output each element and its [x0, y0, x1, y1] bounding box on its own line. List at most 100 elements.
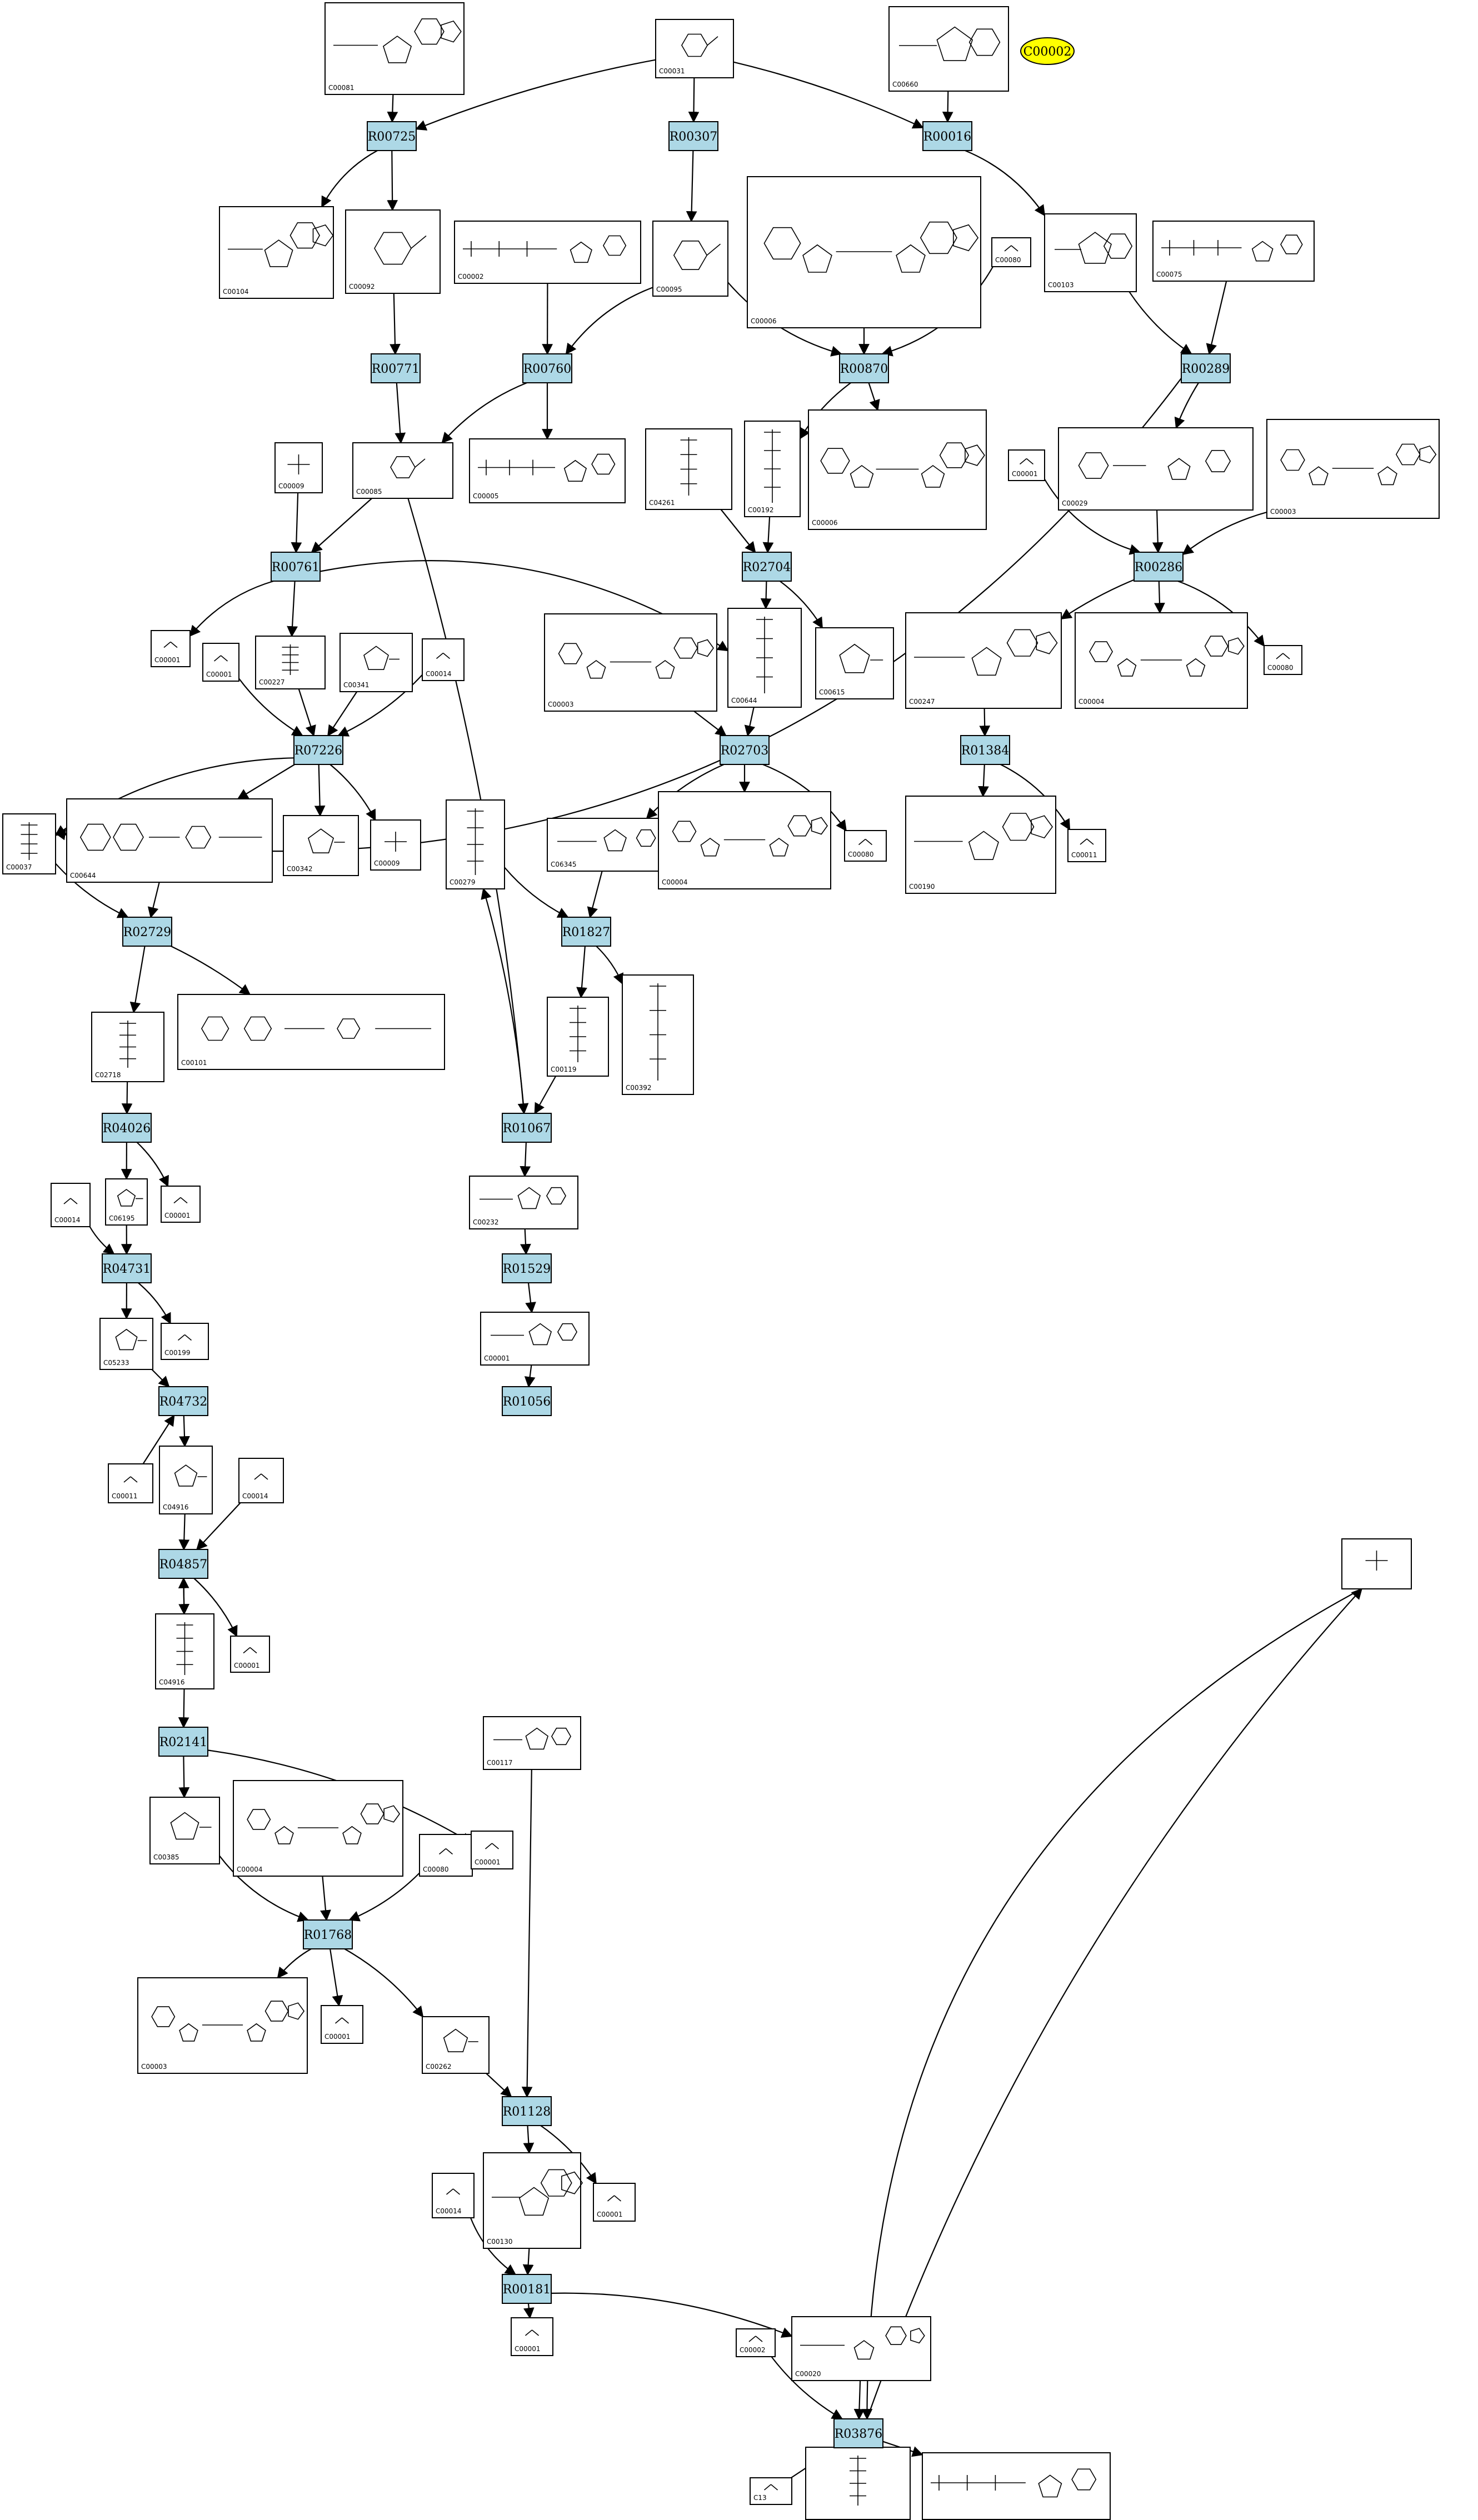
reaction-node[interactable]: R02703: [720, 735, 770, 765]
compound-node[interactable]: C00190: [905, 796, 1056, 894]
reaction-node[interactable]: R00286: [1134, 552, 1184, 582]
compound-node[interactable]: C00014: [238, 1458, 284, 1503]
compound-node[interactable]: C00341: [339, 633, 413, 692]
compound-node[interactable]: C00119: [547, 997, 609, 1077]
compound-node[interactable]: C00092: [345, 209, 441, 294]
reaction-node[interactable]: R07226: [293, 735, 343, 765]
reaction-node[interactable]: R01768: [303, 1919, 353, 1949]
compound-node[interactable]: C00003: [544, 613, 717, 712]
compound-node[interactable]: C00011: [1067, 829, 1106, 862]
compound-node[interactable]: C00001: [480, 1312, 590, 1366]
compound-node[interactable]: C00014: [432, 2173, 475, 2218]
compound-node[interactable]: C00004: [1075, 612, 1248, 709]
reaction-node[interactable]: R00771: [371, 353, 421, 383]
reaction-node[interactable]: R01529: [502, 1253, 552, 1283]
compound-node[interactable]: C00005: [469, 438, 626, 503]
compound-node[interactable]: C00101: [177, 994, 445, 1070]
compound-node[interactable]: C00004: [658, 791, 831, 889]
compound-node[interactable]: C00014: [422, 638, 465, 681]
compound-node[interactable]: C06195: [105, 1178, 148, 1226]
compound-node[interactable]: C00014: [51, 1183, 91, 1227]
compound-node[interactable]: C00104: [219, 206, 334, 299]
compound-node[interactable]: C00029: [1058, 427, 1254, 511]
reaction-node[interactable]: R04857: [158, 1549, 208, 1579]
compound-node[interactable]: C00080: [419, 1834, 473, 1877]
reaction-node[interactable]: R04731: [102, 1253, 152, 1283]
compound-node[interactable]: C00232: [469, 1176, 578, 1229]
compound-node[interactable]: C00001: [511, 2317, 553, 2356]
compound-node[interactable]: C00227: [255, 636, 326, 689]
compound-node[interactable]: C00001: [593, 2183, 636, 2222]
compound-node[interactable]: C00080: [1264, 645, 1302, 675]
compound-node[interactable]: C00001: [230, 1636, 270, 1673]
compound-node[interactable]: C00006: [747, 176, 981, 328]
compound-node[interactable]: C00199: [161, 1323, 209, 1360]
compound-node[interactable]: C00081: [324, 2, 465, 95]
compound-node[interactable]: C04916: [159, 1446, 213, 1514]
compound-node[interactable]: C00615: [815, 627, 894, 699]
compound-node[interactable]: C00020: [791, 2316, 931, 2381]
compound-node[interactable]: C00002: [736, 2328, 776, 2357]
compound-node[interactable]: C00001: [1008, 449, 1045, 481]
compound-node[interactable]: C00004: [233, 1780, 403, 1877]
reaction-node[interactable]: R00725: [367, 121, 417, 151]
compound-node[interactable]: C00001: [321, 2005, 363, 2044]
compound-node[interactable]: [805, 2447, 911, 2520]
compound-node[interactable]: C00279: [446, 799, 505, 889]
compound-node[interactable]: C00080: [991, 237, 1031, 267]
compound-node[interactable]: C00095: [652, 221, 728, 297]
compound-node[interactable]: C00192: [744, 421, 801, 517]
reaction-node[interactable]: R04732: [158, 1386, 208, 1416]
compound-node[interactable]: C00117: [483, 1716, 581, 1770]
compound-node[interactable]: C00080: [844, 830, 887, 862]
compound-node[interactable]: C00130: [483, 2152, 583, 2249]
reaction-node[interactable]: R00289: [1181, 353, 1231, 383]
compound-node[interactable]: C00009: [274, 442, 323, 493]
compound-node[interactable]: C00644: [66, 798, 273, 883]
reaction-node[interactable]: R00016: [922, 121, 972, 151]
compound-node[interactable]: C00385: [149, 1797, 220, 1864]
reaction-node[interactable]: R01384: [960, 735, 1010, 765]
reaction-node[interactable]: R02704: [742, 552, 792, 582]
compound-node[interactable]: C00644: [727, 608, 802, 708]
reaction-node[interactable]: R00307: [668, 121, 718, 151]
compound-node[interactable]: C00103: [1044, 213, 1137, 292]
compound-node[interactable]: C00009: [370, 819, 421, 871]
highlight-compound[interactable]: C00002: [1020, 37, 1075, 65]
compound-node[interactable]: C00001: [151, 630, 191, 667]
compound-node[interactable]: C00001: [471, 1831, 513, 1869]
compound-node[interactable]: C00002: [454, 221, 641, 284]
compound-node[interactable]: C13: [750, 2477, 792, 2505]
compound-node[interactable]: C04916: [155, 1613, 214, 1689]
reaction-node[interactable]: R04026: [102, 1113, 152, 1143]
compound-node[interactable]: C06345: [547, 818, 671, 872]
compound-node[interactable]: C00342: [283, 815, 359, 876]
reaction-node[interactable]: R01067: [502, 1113, 552, 1143]
compound-node[interactable]: C00262: [422, 2016, 490, 2074]
compound-node[interactable]: C00392: [622, 974, 694, 1095]
compound-node[interactable]: C00031: [655, 19, 734, 78]
compound-node[interactable]: [1341, 1538, 1412, 1589]
reaction-node[interactable]: R03876: [833, 2418, 883, 2448]
reaction-node[interactable]: R01827: [561, 917, 611, 947]
compound-node[interactable]: C00001: [202, 643, 239, 682]
compound-node[interactable]: C00085: [352, 442, 453, 499]
compound-node[interactable]: C00075: [1152, 221, 1315, 282]
compound-node[interactable]: C02718: [91, 1012, 164, 1082]
reaction-node[interactable]: R01056: [502, 1386, 552, 1416]
compound-node[interactable]: C00247: [905, 612, 1062, 709]
reaction-node[interactable]: R01128: [502, 2096, 552, 2126]
compound-node[interactable]: [922, 2452, 1111, 2520]
reaction-node[interactable]: R00181: [502, 2274, 552, 2304]
reaction-node[interactable]: R00760: [522, 353, 572, 383]
reaction-node[interactable]: R02141: [158, 1727, 208, 1757]
compound-node[interactable]: C00003: [137, 1977, 308, 2074]
compound-node[interactable]: C00011: [108, 1463, 153, 1503]
compound-node[interactable]: C04261: [645, 428, 732, 510]
compound-node[interactable]: C00001: [161, 1186, 201, 1223]
compound-node[interactable]: C00003: [1266, 419, 1440, 519]
reaction-node[interactable]: R00761: [271, 552, 321, 582]
compound-node[interactable]: C00037: [2, 813, 56, 874]
reaction-node[interactable]: R02729: [122, 917, 172, 947]
compound-node[interactable]: C05233: [99, 1318, 153, 1370]
